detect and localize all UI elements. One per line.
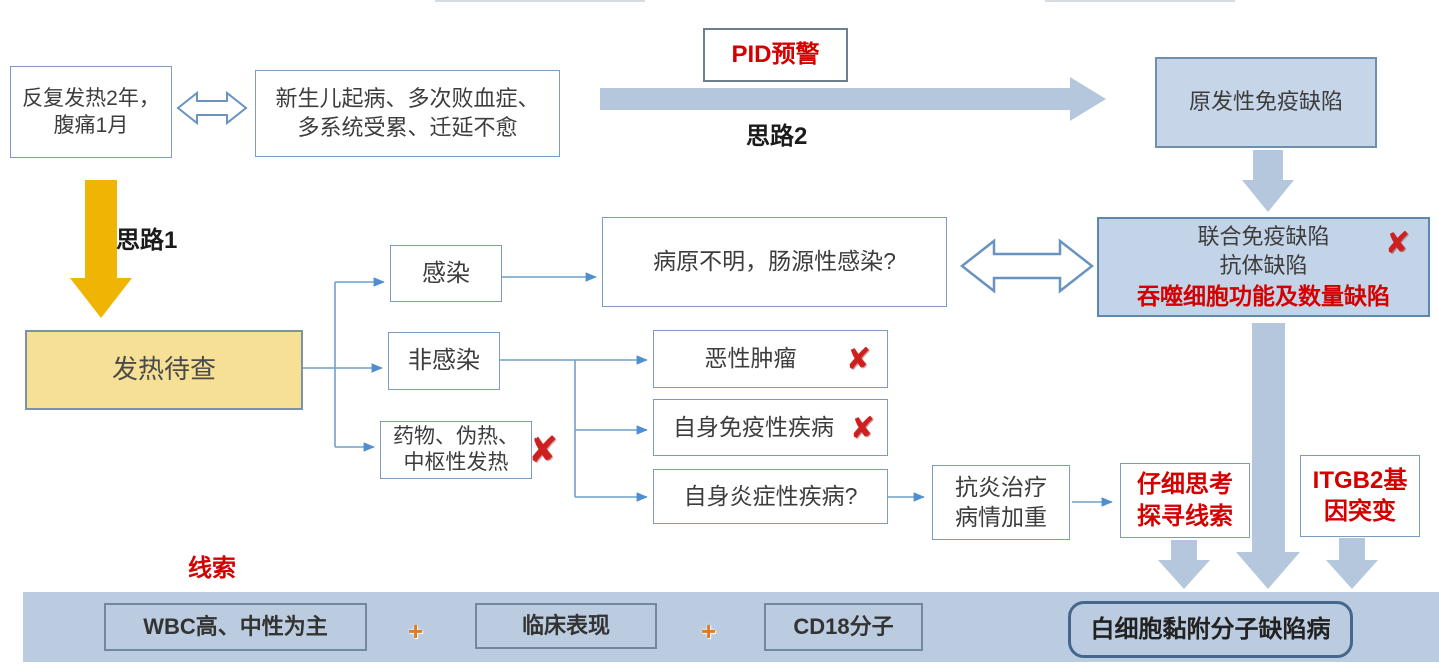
symptom-box: 反复发热2年， 腹痛1月 bbox=[10, 66, 172, 158]
plus-icon: + bbox=[701, 616, 717, 646]
non-infection-label: 非感染 bbox=[408, 347, 480, 375]
combined-defect-box: 联合免疫缺陷 抗体缺陷 吞噬细胞功能及数量缺陷 ✘ bbox=[1097, 217, 1430, 317]
anti-inflammatory-line2: 病情加重 bbox=[955, 503, 1047, 530]
drug-fever-line1: 药物、伪热、 bbox=[393, 424, 519, 448]
autoimmune-box: 自身免疫性疾病 ✘ bbox=[653, 399, 888, 456]
history-box: 新生儿起病、多次败血症、 多系统受累、迁延不愈 bbox=[255, 70, 560, 157]
clinical-label: 临床表现 bbox=[521, 612, 610, 638]
itgb2-box: ITGB2基 因突变 bbox=[1300, 455, 1420, 537]
pid-alert-box: PID预警 bbox=[703, 28, 848, 82]
wbc-label: WBC高、中性为主 bbox=[143, 613, 328, 639]
clinical-box: 临床表现 bbox=[475, 603, 657, 649]
diagnosis-label: 白细胞黏附分子缺陷病 bbox=[1090, 615, 1331, 643]
itgb2-line2: 因突变 bbox=[1324, 498, 1396, 525]
pid-alert-label: PID预警 bbox=[731, 41, 820, 69]
pathogen-combined-double-arrow bbox=[959, 238, 1095, 294]
combined-down-arrow bbox=[1236, 323, 1300, 589]
route2-block-arrow bbox=[600, 77, 1106, 121]
unknown-pathogen-label: 病原不明，肠源性感染? bbox=[653, 248, 896, 275]
unknown-pathogen-box: 病原不明，肠源性感染? bbox=[602, 217, 947, 307]
combined-defect-line3: 吞噬细胞功能及数量缺陷 bbox=[1137, 283, 1390, 310]
route2-label: 思路2 bbox=[746, 123, 808, 150]
malignancy-label: 恶性肿瘤 bbox=[704, 345, 797, 372]
careful-thinking-box: 仔细思考 探寻线索 bbox=[1120, 463, 1250, 538]
route1-label: 思路1 bbox=[116, 227, 178, 254]
drug-fever-box: 药物、伪热、 中枢性发热 bbox=[380, 421, 532, 479]
wbc-box: WBC高、中性为主 bbox=[104, 603, 367, 651]
plus-icon: + bbox=[408, 616, 424, 646]
non-infection-box: 非感染 bbox=[388, 332, 500, 390]
cd18-box: CD18分子 bbox=[764, 603, 923, 651]
drug-fever-line2: 中枢性发热 bbox=[403, 451, 509, 474]
top-edge-line-left bbox=[435, 0, 645, 2]
top-edge-line-right bbox=[1045, 0, 1235, 2]
symptom-line2: 腹痛1月 bbox=[53, 114, 129, 137]
infection-label: 感染 bbox=[422, 259, 470, 287]
infection-box: 感染 bbox=[390, 245, 502, 302]
clues-label: 线索 bbox=[188, 555, 236, 582]
cross-icon: ✘ bbox=[528, 429, 559, 470]
fever-workup-box: 发热待查 bbox=[25, 330, 303, 410]
history-line2: 多系统受累、迁延不愈 bbox=[297, 114, 518, 140]
symptom-line1: 反复发热2年， bbox=[22, 86, 160, 110]
anti-inflammatory-line1: 抗炎治疗 bbox=[955, 473, 1047, 500]
thinking-down-arrow bbox=[1158, 540, 1210, 589]
pid-down-arrow bbox=[1242, 150, 1294, 212]
combined-defect-line1: 联合免疫缺陷 bbox=[1197, 223, 1330, 249]
autoinflammatory-label: 自身炎症性疾病? bbox=[683, 482, 858, 509]
cross-icon: ✘ bbox=[849, 412, 875, 445]
careful-thinking-line2: 探寻线索 bbox=[1137, 502, 1233, 530]
itgb2-down-arrow bbox=[1326, 538, 1378, 589]
careful-thinking-line1: 仔细思考 bbox=[1137, 471, 1233, 499]
cross-icon: ✘ bbox=[845, 343, 871, 376]
cross-icon: ✘ bbox=[1384, 227, 1410, 260]
autoimmune-label: 自身免疫性疾病 bbox=[673, 413, 834, 440]
combined-defect-line2: 抗体缺陷 bbox=[1219, 253, 1308, 279]
diagnosis-box: 白细胞黏附分子缺陷病 bbox=[1068, 601, 1353, 658]
autoinflammatory-box: 自身炎症性疾病? bbox=[653, 469, 888, 524]
symptom-history-double-arrow bbox=[176, 90, 248, 126]
primary-immunodeficiency-box: 原发性免疫缺陷 bbox=[1155, 57, 1377, 148]
anti-inflammatory-box: 抗炎治疗 病情加重 bbox=[932, 465, 1070, 540]
malignancy-box: 恶性肿瘤 ✘ bbox=[653, 330, 888, 388]
fever-workup-label: 发热待查 bbox=[111, 354, 216, 385]
history-line1: 新生儿起病、多次败血症、 bbox=[275, 85, 540, 111]
itgb2-line1: ITGB2基 bbox=[1312, 466, 1408, 494]
cd18-label: CD18分子 bbox=[793, 613, 894, 639]
primary-immunodeficiency-label: 原发性免疫缺陷 bbox=[1188, 89, 1343, 115]
